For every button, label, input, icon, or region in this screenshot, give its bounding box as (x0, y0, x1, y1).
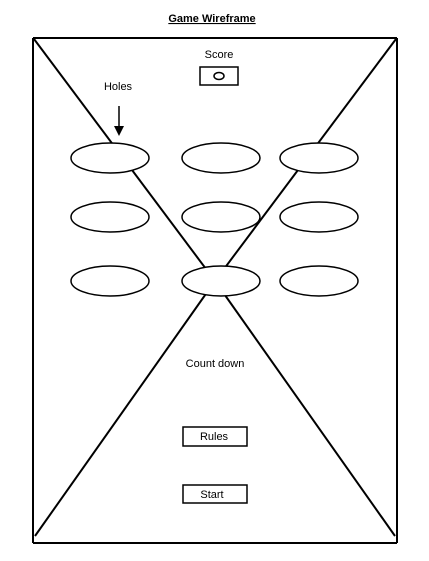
start-button-outline[interactable] (182, 484, 248, 504)
holes-arrow-icon (114, 106, 124, 136)
holes-label: Holes (104, 81, 133, 93)
hole-r2-c1[interactable] (70, 201, 150, 233)
start-button-label[interactable]: Start (200, 489, 223, 501)
game-screen-frame (32, 37, 398, 544)
rules-button-label[interactable]: Rules (200, 431, 229, 443)
score-label: Score (205, 49, 234, 61)
hole-r3-c3[interactable] (279, 265, 359, 297)
rules-button[interactable]: Rules (182, 426, 248, 447)
hole-r2-c3[interactable] (279, 201, 359, 233)
diagonal-bottom-right (214, 280, 396, 537)
hole-r1-c3[interactable] (279, 142, 359, 174)
start-button[interactable]: Start (182, 484, 248, 504)
wireframe-title: Game Wireframe (168, 13, 255, 25)
hole-r3-c1[interactable] (70, 265, 150, 297)
score-box-outline (199, 66, 239, 86)
countdown-label: Count down (186, 358, 245, 370)
diagonal-bottom-left (34, 280, 216, 537)
holes-grid (70, 142, 359, 297)
score-box (199, 66, 239, 86)
rules-button-outline[interactable] (182, 426, 248, 447)
hole-r2-c2[interactable] (181, 201, 261, 233)
hole-r1-c1[interactable] (70, 142, 150, 174)
hole-r3-c2[interactable] (181, 265, 261, 297)
score-indicator-icon (213, 71, 225, 81)
hole-r1-c2[interactable] (181, 142, 261, 174)
